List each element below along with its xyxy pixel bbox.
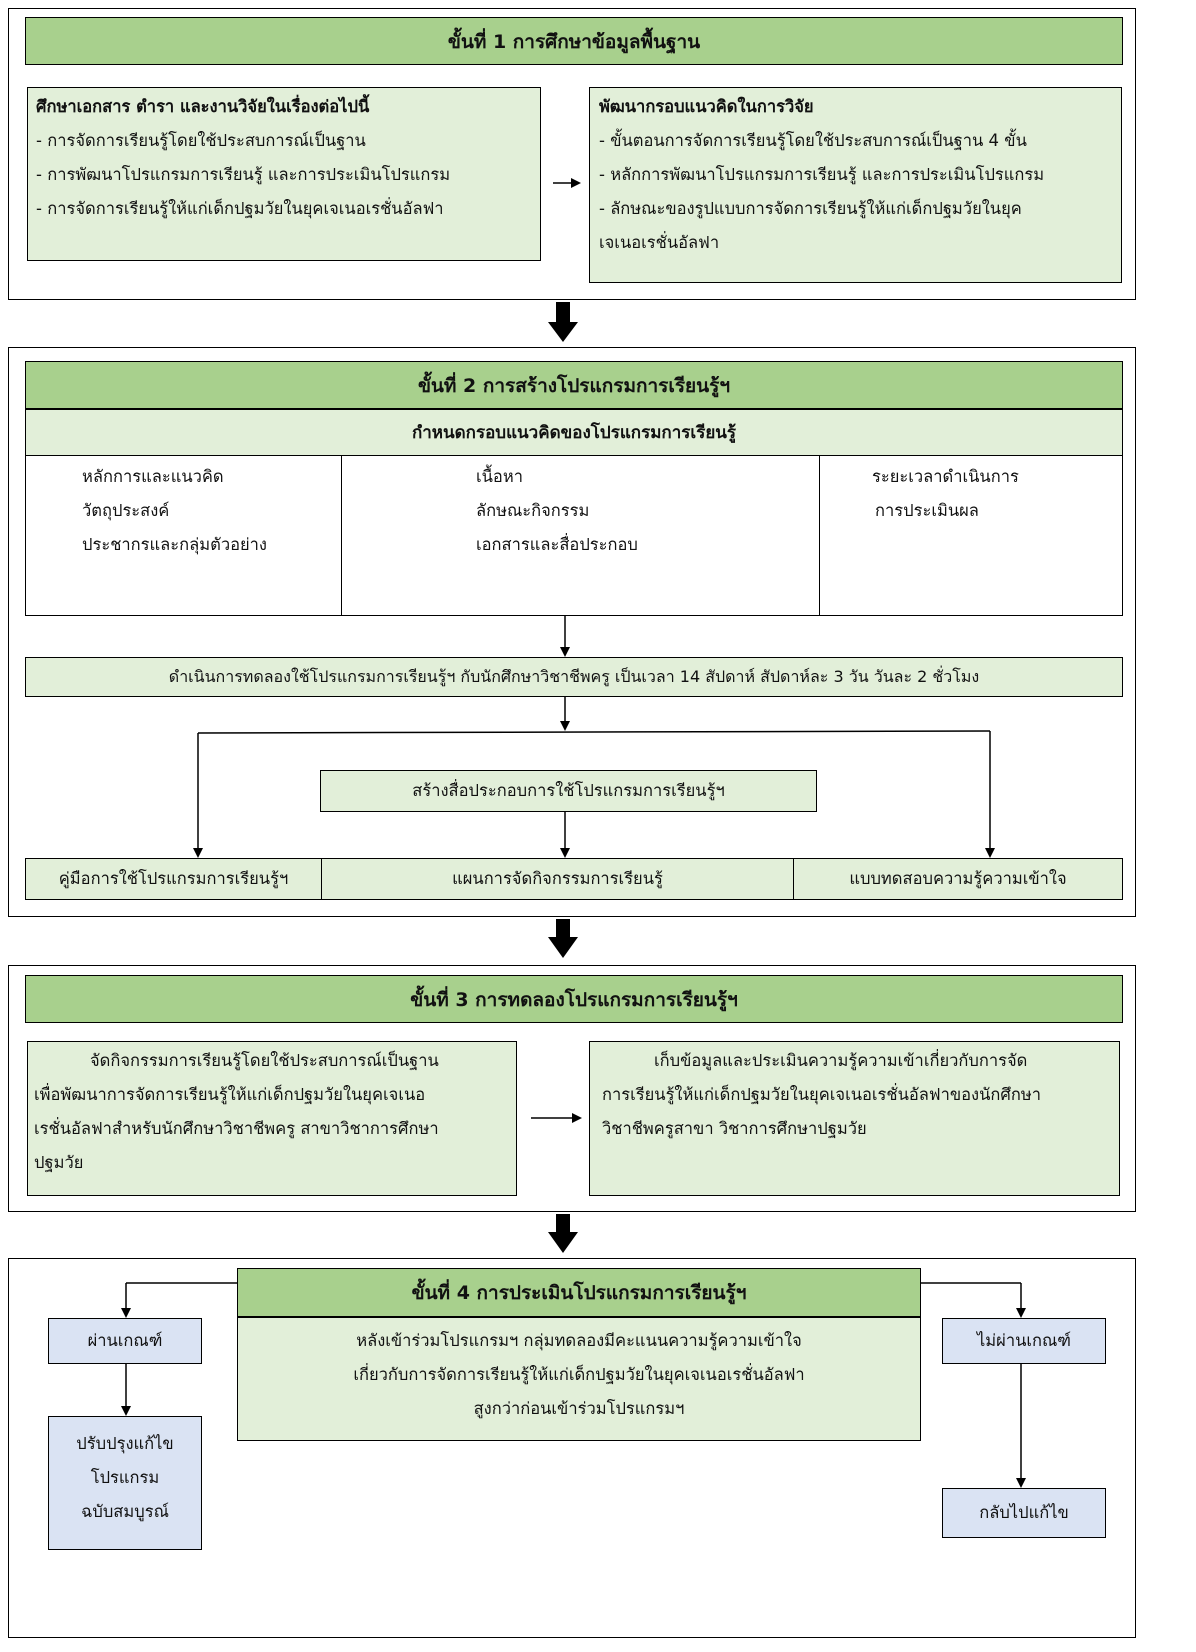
step1-right-heading: พัฒนากรอบแนวคิดในการวิจัย [599, 97, 814, 116]
step1-title: ขั้นที่ 1 การศึกษาข้อมูลพื้นฐาน [25, 17, 1123, 65]
step4-body-line: เกี่ยวกับการจัดการเรียนรู้ให้แก่เด็กปฐมว… [353, 1365, 805, 1384]
step1-left-box: ศึกษาเอกสาร ตำรา และงานวิจัยในเรื่องต่อไ… [27, 87, 541, 261]
fail-criteria-box: ไม่ผ่านเกณฑ์ [942, 1318, 1106, 1364]
pass-criteria-box: ผ่านเกณฑ์ [48, 1318, 202, 1364]
step3-right-line: การเรียนรู้ให้แก่เด็กปฐมวัยในยุคเจเนอเรช… [602, 1085, 1041, 1104]
step3-left-line: จัดกิจกรรมการเรียนรู้โดยใช้ประสบการณ์เป็… [90, 1051, 439, 1070]
step3-right-line: วิชาชีพครูสาขา วิชาการศึกษาปฐมวัย [602, 1119, 867, 1138]
improve-line: ปรับปรุงแก้ไข [76, 1434, 174, 1453]
framework-item: วัตถุประสงค์ [82, 501, 170, 520]
step4-body-box: หลังเข้าร่วมโปรแกรมฯ กลุ่มทดลองมีคะแนนคว… [237, 1317, 921, 1441]
step1-left-heading: ศึกษาเอกสาร ตำรา และงานวิจัยในเรื่องต่อไ… [36, 97, 370, 116]
step3-title: ขั้นที่ 3 การทดลองโปรแกรมการเรียนรู้ฯ [25, 975, 1123, 1023]
framework-item: ระยะเวลาดำเนินการ [872, 467, 1019, 486]
step3-left-line: เรชั่นอัลฟาสำหรับนักศึกษาวิชาชีพครู สาขา… [34, 1119, 439, 1138]
step3-left-box: จัดกิจกรรมการเรียนรู้โดยใช้ประสบการณ์เป็… [27, 1041, 517, 1196]
step2-trial-box: ดำเนินการทดลองใช้โปรแกรมการเรียนรู้ฯ กับ… [25, 657, 1123, 697]
step3-left-line: เพื่อพัฒนาการจัดการเรียนรู้ให้แก่เด็กปฐม… [34, 1085, 426, 1104]
step2-framework-title: กำหนดกรอบแนวคิดของโปรแกรมการเรียนรู้ [25, 409, 1123, 456]
step4-body-line: หลังเข้าร่วมโปรแกรมฯ กลุ่มทดลองมีคะแนนคว… [356, 1331, 802, 1350]
table-divider [819, 456, 820, 616]
framework-item: หลักการและแนวคิด [82, 467, 224, 486]
step3-right-line: เก็บข้อมูลและประเมินความรู้ความเข้าเกี่ย… [654, 1051, 1028, 1070]
framework-col-3: ระยะเวลาดำเนินการ การประเมินผล [872, 460, 1019, 528]
step4-title: ขั้นที่ 4 การประเมินโปรแกรมการเรียนรู้ฯ [237, 1268, 921, 1317]
step3-left-line: ปฐมวัย [34, 1153, 84, 1172]
step3-right-box: เก็บข้อมูลและประเมินความรู้ความเข้าเกี่ย… [589, 1041, 1120, 1196]
step1-left-item: - การพัฒนาโปรแกรมการเรียนรู้ และการประเม… [36, 165, 451, 184]
improve-line: ฉบับสมบูรณ์ [81, 1502, 169, 1521]
table-divider [341, 456, 342, 616]
framework-item: เอกสารและสื่อประกอบ [476, 535, 638, 554]
step1-left-item: - การจัดการเรียนรู้ให้แก่เด็กปฐมวัยในยุค… [36, 199, 444, 218]
step2-framework-table [25, 456, 1123, 616]
framework-item: เนื้อหา [476, 467, 523, 486]
big-arrow-2-3 [548, 919, 578, 958]
return-fix-box: กลับไปแก้ไข [942, 1488, 1106, 1538]
step1-right-item: - ขั้นตอนการจัดการเรียนรู้โดยใช้ประสบการ… [599, 131, 1027, 150]
step1-left-item: - การจัดการเรียนรู้โดยใช้ประสบการณ์เป็นฐ… [36, 131, 366, 150]
improve-program-box: ปรับปรุงแก้ไข โปรแกรม ฉบับสมบูรณ์ [48, 1416, 202, 1550]
big-arrow-1-2 [548, 302, 578, 342]
step2-media-box: สร้างสื่อประกอบการใช้โปรแกรมการเรียนรู้ฯ [320, 770, 817, 812]
step4-body-line: สูงกว่าก่อนเข้าร่วมโปรแกรมฯ [473, 1399, 685, 1418]
output-manual: คู่มือการใช้โปรแกรมการเรียนรู้ฯ [25, 858, 322, 900]
framework-col-1: หลักการและแนวคิด วัตถุประสงค์ ประชากรและ… [82, 460, 267, 562]
framework-col-2: เนื้อหา ลักษณะกิจกรรม เอกสารและสื่อประกอ… [476, 460, 638, 562]
big-arrow-3-4 [548, 1214, 578, 1253]
step1-right-box: พัฒนากรอบแนวคิดในการวิจัย - ขั้นตอนการจั… [589, 87, 1122, 283]
output-lesson-plan: แผนการจัดกิจกรรมการเรียนรู้ [321, 858, 794, 900]
improve-line: โปรแกรม [90, 1468, 160, 1487]
output-test: แบบทดสอบความรู้ความเข้าใจ [793, 858, 1123, 900]
framework-item: การประเมินผล [875, 501, 979, 520]
step1-right-item: เจเนอเรชั่นอัลฟา [599, 233, 720, 252]
step2-title: ขั้นที่ 2 การสร้างโปรแกรมการเรียนรู้ฯ [25, 361, 1123, 409]
framework-item: ประชากรและกลุ่มตัวอย่าง [82, 535, 267, 554]
framework-item: ลักษณะกิจกรรม [476, 501, 590, 520]
split-line [197, 730, 991, 734]
step1-right-item: - หลักการพัฒนาโปรแกรมการเรียนรู้ และการป… [599, 165, 1045, 184]
step1-right-item: - ลักษณะของรูปแบบการจัดการเรียนรู้ให้แก่… [599, 199, 1022, 218]
